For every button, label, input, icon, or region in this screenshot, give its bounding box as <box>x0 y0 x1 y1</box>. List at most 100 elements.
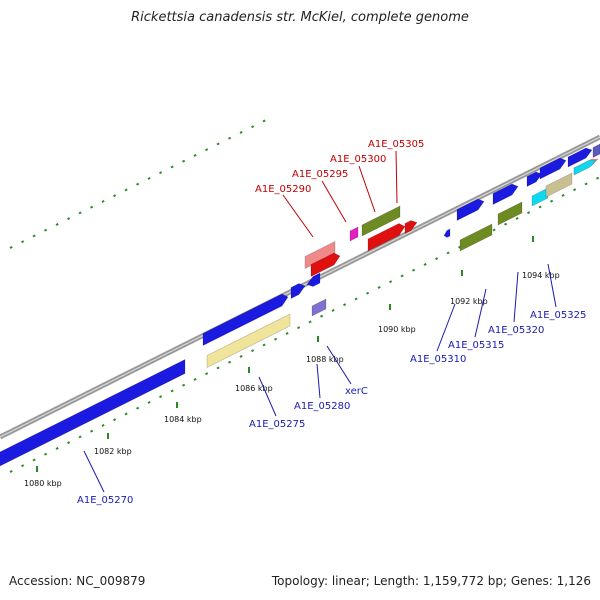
dotted-guide-tracks <box>9 119 600 473</box>
gene-forward-blue <box>290 283 306 299</box>
lower-guide-dot <box>343 303 347 307</box>
leader-line-top <box>282 194 314 238</box>
gene-a1e-05270-box <box>0 359 186 467</box>
scale-tick-label: 1080 kbp <box>24 479 62 488</box>
scale-tick-label: 1094 kbp <box>522 271 560 280</box>
leader-line-bottom <box>436 303 456 352</box>
lower-guide-dot <box>32 458 36 462</box>
gene-forward-blue <box>306 272 321 287</box>
lower-guide-dot <box>584 182 588 186</box>
lower-guide-dot <box>113 418 117 422</box>
leader-line-bottom <box>474 288 487 338</box>
lower-guide-dot <box>550 199 554 203</box>
leader-line-top <box>358 165 376 213</box>
lower-guide-dot <box>538 205 542 209</box>
gene-label-a1e-05270: A1E_05270 <box>77 495 133 506</box>
lower-guide-dot <box>504 222 508 226</box>
upper-guide-dot <box>205 148 209 152</box>
upper-guide-dot <box>136 182 140 186</box>
gene-a1e-05275-box <box>206 313 291 368</box>
scale-tick-label: 1090 kbp <box>378 325 416 334</box>
gene-label-a1e-05320: A1E_05320 <box>488 325 544 336</box>
lower-guide-dot <box>573 188 577 192</box>
lower-guide-dot <box>124 412 128 416</box>
gene-forward-blue <box>567 147 593 168</box>
lower-guide-dot <box>377 286 381 289</box>
upper-guide-dot <box>44 228 48 232</box>
lower-guide-dot <box>55 447 59 450</box>
gene-features <box>0 143 600 467</box>
leader-line-top <box>395 150 398 204</box>
gene-a1e-05325-box <box>531 187 549 207</box>
lower-guide-dot <box>159 395 163 399</box>
scale-tick-label: 1088 kbp <box>306 355 344 364</box>
gene-red <box>367 223 406 252</box>
gene-label-a1e-05280: A1E_05280 <box>294 401 350 412</box>
gene-a1e-05300-box <box>349 226 359 242</box>
upper-guide-dot <box>251 125 255 129</box>
lower-guide-dot <box>423 263 427 266</box>
lower-guide-dot <box>297 326 301 330</box>
gene-forward-blue <box>456 198 485 221</box>
lower-guide-dot <box>67 441 71 445</box>
label-leader-lines <box>83 150 557 493</box>
gene-forward-blue <box>492 183 519 205</box>
upper-guide-dot <box>262 119 266 123</box>
gene-forward-blue <box>592 143 600 158</box>
gene-label-a1e-05315: A1E_05315 <box>448 340 504 351</box>
lower-guide-dot <box>170 389 174 393</box>
gene-xerc-box <box>311 298 327 317</box>
lower-guide-dot <box>366 291 370 295</box>
lower-guide-dot <box>515 217 519 220</box>
gene-a1e-05320-box <box>497 201 523 226</box>
lower-guide-dot <box>308 320 312 324</box>
lower-guide-dot <box>101 424 105 427</box>
lower-guide-dot <box>262 343 266 347</box>
lower-guide-dot <box>320 314 324 318</box>
gene-label-a1e-05325: A1E_05325 <box>530 310 586 321</box>
lower-guide-dot <box>527 211 531 215</box>
leader-line-bottom <box>83 450 105 493</box>
upper-guide-dot <box>124 188 128 192</box>
gene-tan <box>545 172 573 198</box>
upper-guide-dot <box>216 142 220 146</box>
scale-tick-label: 1084 kbp <box>164 415 202 424</box>
lower-guide-dot <box>147 401 151 404</box>
lower-guide-dot <box>492 228 496 232</box>
upper-guide-dot <box>101 200 105 203</box>
lower-guide-dot <box>182 383 186 387</box>
accession-text: Accession: NC_009879 <box>9 574 146 588</box>
leader-line-top <box>321 180 347 223</box>
upper-guide-dot <box>228 136 232 140</box>
leader-line-bottom <box>258 376 277 417</box>
lower-guide-dot <box>412 268 416 272</box>
gene-a1e-05315-box <box>459 223 493 252</box>
lower-guide-dot <box>561 194 565 197</box>
upper-guide-dot <box>78 211 82 215</box>
lower-guide-dot <box>251 349 255 353</box>
lower-guide-dot <box>193 378 197 381</box>
leader-line-bottom <box>326 345 352 385</box>
gene-label-xerc: xerC <box>345 386 368 397</box>
leader-line-bottom <box>547 263 557 308</box>
gene-a1e-05305-box <box>361 205 401 237</box>
gene-label-a1e-05290: A1E_05290 <box>255 184 311 195</box>
lower-guide-dot <box>78 435 82 439</box>
leader-line-bottom <box>316 363 321 399</box>
lower-guide-dot <box>228 360 232 364</box>
scale-tick-label: 1092 kbp <box>450 297 488 306</box>
lower-guide-dot <box>216 366 220 370</box>
lower-guide-dot <box>239 355 243 358</box>
gene-cyan <box>573 159 597 176</box>
lower-guide-dot <box>21 464 25 468</box>
upper-guide-dot <box>55 223 59 226</box>
upper-guide-dot <box>193 154 197 157</box>
lower-guide-dot <box>9 470 13 473</box>
lower-guide-dot <box>400 274 404 278</box>
upper-guide-dot <box>182 159 186 163</box>
lower-guide-dot <box>354 297 358 301</box>
gene-forward-blue <box>526 171 543 187</box>
upper-guide-dot <box>32 234 36 238</box>
topology-text: Topology: linear; Length: 1,159,772 bp; … <box>271 574 591 588</box>
